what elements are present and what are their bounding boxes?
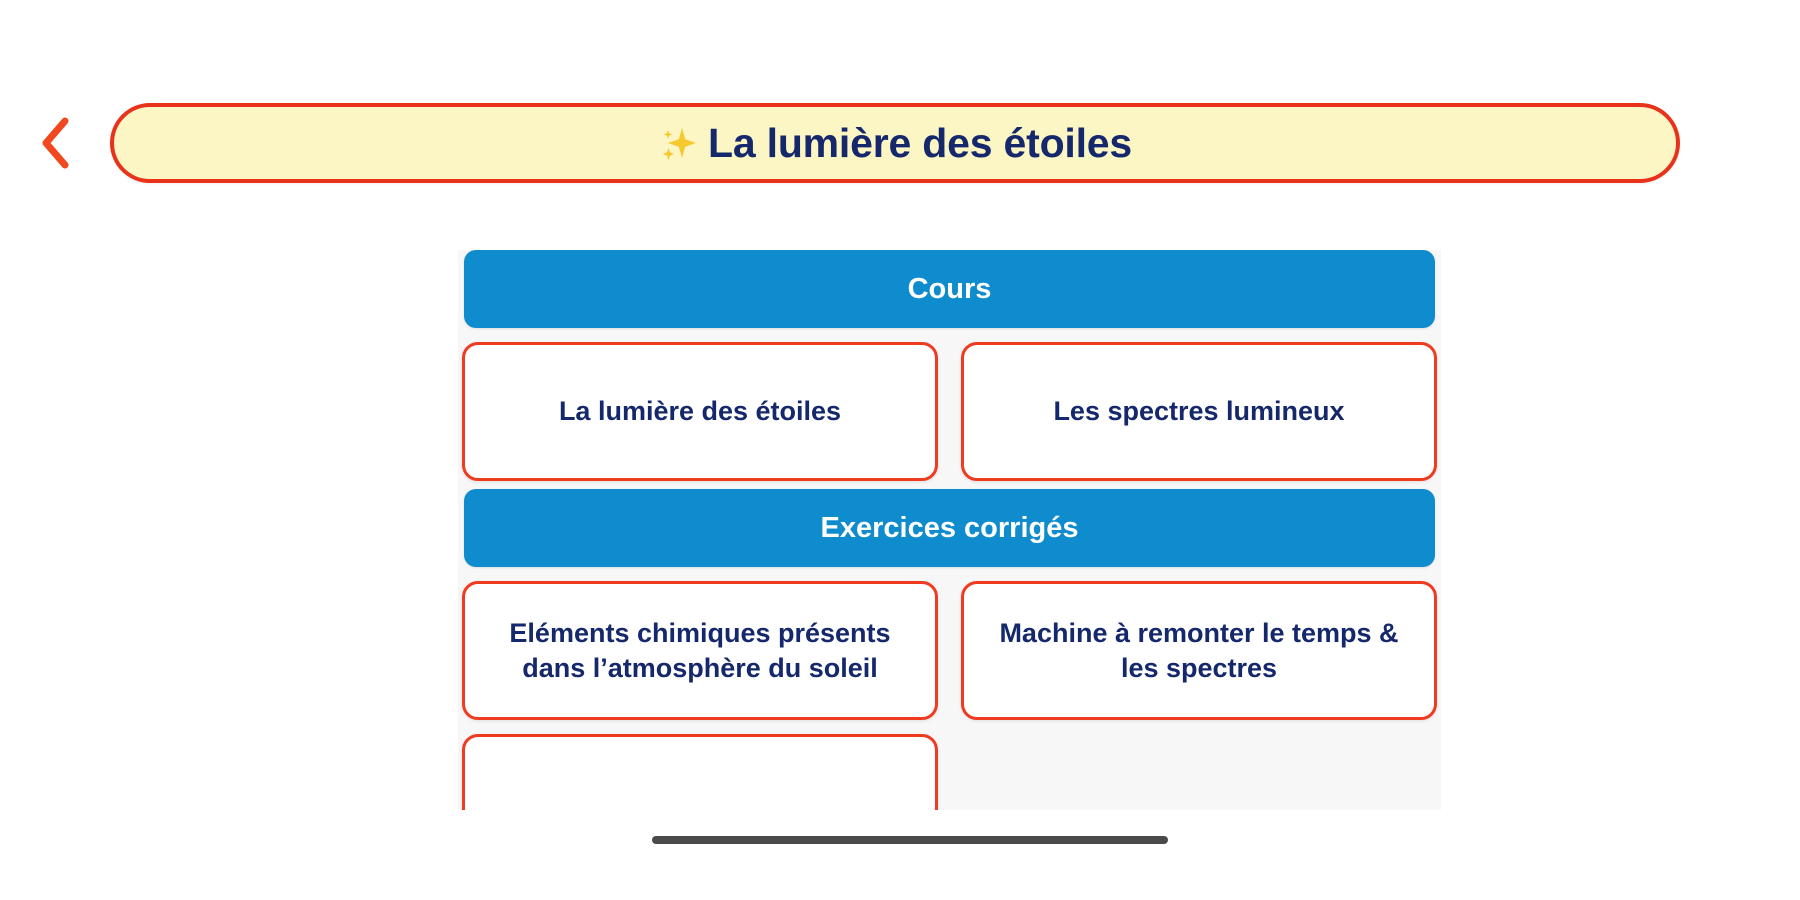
back-button[interactable] xyxy=(0,100,110,186)
app-header: La lumière des étoiles xyxy=(0,100,1800,186)
card-row-exercices: Eléments chimiques présents dans l’atmos… xyxy=(462,581,1437,720)
page-title-banner: La lumière des étoiles xyxy=(110,103,1680,183)
lesson-list-panel: Cours La lumière des étoiles Les spectre… xyxy=(458,250,1441,810)
page-title: La lumière des étoiles xyxy=(658,119,1132,166)
home-indicator[interactable] xyxy=(652,836,1168,844)
chevron-left-icon xyxy=(38,115,72,171)
exercise-card-partial[interactable] xyxy=(462,734,938,810)
page-title-text: La lumière des étoiles xyxy=(708,119,1132,166)
card-row-cours: La lumière des étoiles Les spectres lumi… xyxy=(462,342,1437,481)
exercise-card-label: Machine à remonter le temps & les spectr… xyxy=(999,617,1399,683)
card-row-partial xyxy=(462,734,1437,810)
section-header-exercices-corriges[interactable]: Exercices corrigés xyxy=(464,489,1435,567)
lesson-card[interactable]: La lumière des étoiles xyxy=(462,342,938,481)
section-header-label: Cours xyxy=(907,272,992,305)
lesson-card-label: Les spectres lumineux xyxy=(1053,396,1345,427)
section-header-cours[interactable]: Cours xyxy=(464,250,1435,328)
exercise-card[interactable]: Machine à remonter le temps & les spectr… xyxy=(961,581,1437,720)
lesson-card-label: La lumière des étoiles xyxy=(558,396,842,427)
sparkles-icon xyxy=(662,127,696,160)
section-header-label: Exercices corrigés xyxy=(820,511,1079,544)
exercise-card-label: Eléments chimiques présents dans l’atmos… xyxy=(509,617,891,683)
exercise-card[interactable]: Eléments chimiques présents dans l’atmos… xyxy=(462,581,938,720)
lesson-card[interactable]: Les spectres lumineux xyxy=(961,342,1437,481)
